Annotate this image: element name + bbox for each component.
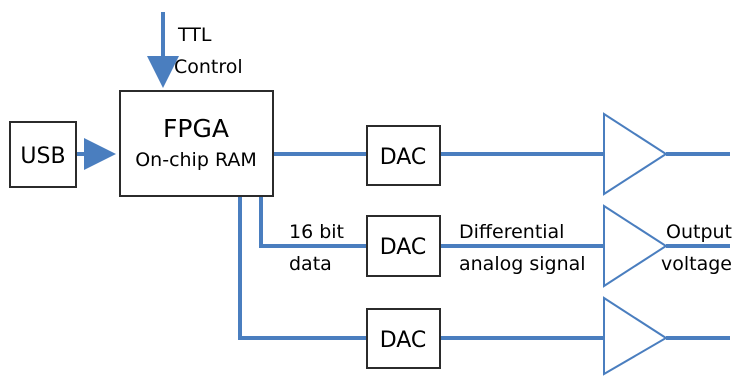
amplifier-bottom-icon <box>603 296 668 376</box>
dac-middle-block: DAC <box>366 215 441 277</box>
ttl-label: TTL <box>177 24 212 46</box>
dac-bottom-block: DAC <box>366 308 441 369</box>
amplifier-top-icon <box>603 112 668 196</box>
usb-label: USB <box>20 144 65 169</box>
fpga-to-dac-bottom-wire <box>238 196 367 340</box>
fpga-subtitle: On-chip RAM <box>135 149 257 171</box>
fpga-to-dac-middle-wire <box>259 196 367 248</box>
output-label-line1: Output <box>666 221 732 243</box>
data-label: data <box>289 253 332 275</box>
dac-bottom-label: DAC <box>380 328 427 353</box>
signal-label-line1: Differential <box>459 221 564 243</box>
usb-block: USB <box>9 121 77 188</box>
data-width-label: 16 bit <box>289 221 344 243</box>
fpga-title: FPGA <box>163 114 229 143</box>
dac-top-block: DAC <box>366 125 441 186</box>
control-label: Control <box>174 56 243 78</box>
dac-middle-label: DAC <box>380 235 427 260</box>
dac-top-label: DAC <box>380 145 427 170</box>
signal-label-line2: analog signal <box>459 253 586 275</box>
fpga-block: FPGA On-chip RAM <box>119 90 274 197</box>
amplifier-middle-icon <box>603 204 668 288</box>
output-label-line2: voltage <box>661 253 732 275</box>
